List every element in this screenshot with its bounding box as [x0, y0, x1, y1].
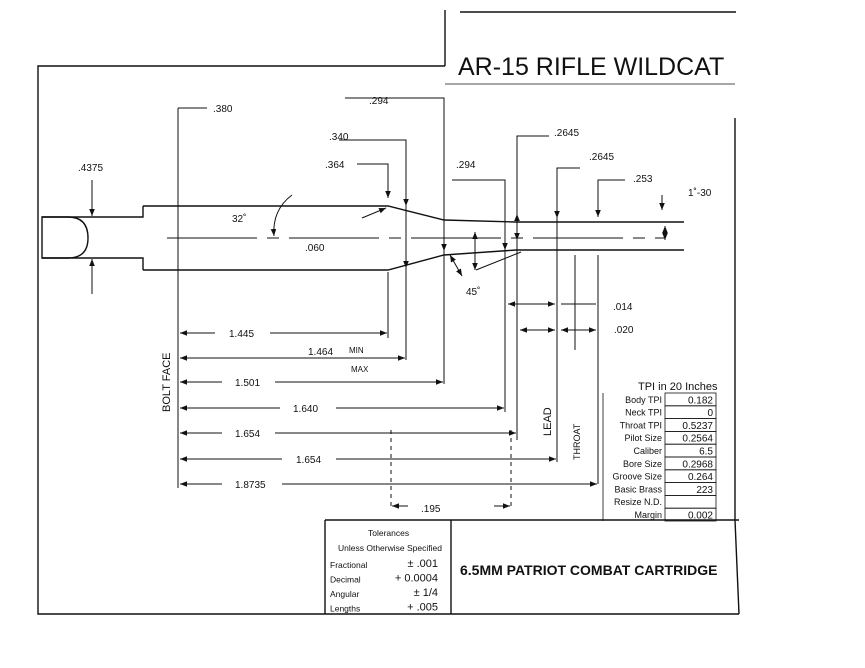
dim-014: .014 — [613, 302, 633, 313]
tpi-row-label: Resize N.D. — [614, 497, 662, 507]
tpi-table-header: TPI in 20 Inches — [638, 381, 718, 393]
tolerance-label: Decimal — [330, 575, 361, 585]
tpi-value-cell — [664, 507, 717, 522]
dim-1464: 1.464 — [308, 347, 333, 358]
dim-060: .060 — [305, 243, 325, 254]
tpi-row-label: Bore Size — [623, 459, 662, 469]
dim-1501: 1.501 — [235, 378, 260, 389]
tpi-row-value: 223 — [696, 485, 713, 496]
lead-label: LEAD — [542, 407, 554, 436]
dim-1640: 1.640 — [293, 404, 318, 415]
dimension-labels: .4375 .380 .294 .340 .364 .294 .2645 .26… — [78, 96, 712, 515]
tpi-row-label: Neck TPI — [625, 408, 662, 418]
dim-195: .195 — [421, 504, 441, 515]
tolerance-value: + 0.0004 — [395, 573, 438, 585]
tolerance-value: + .005 — [407, 602, 438, 614]
tpi-row-value: 6.5 — [699, 447, 713, 458]
tpi-value-cell — [664, 494, 717, 509]
tolerance-label: Lengths — [330, 604, 360, 614]
dim-32-deg: 32˚ — [232, 213, 246, 225]
tpi-row-label: Pilot Size — [624, 433, 662, 443]
chamber-outline — [41, 205, 684, 271]
dim-max: MAX — [351, 365, 369, 374]
dim-2645-bottom: .2645 — [589, 152, 614, 163]
dimension-arrows — [89, 140, 668, 333]
tolerances-subtitle: Unless Otherwise Specified — [338, 543, 442, 553]
tpi-row-value: 0.264 — [688, 472, 713, 483]
tolerance-label: Angular — [330, 589, 359, 599]
dim-294-top: .294 — [369, 96, 389, 107]
dim-18735: 1.8735 — [235, 480, 266, 491]
dim-380: .380 — [213, 104, 233, 115]
dim-45-deg: 45˚ — [466, 286, 480, 298]
tolerance-value: ± .001 — [407, 558, 438, 570]
drawing-border — [37, 10, 740, 615]
dim-1445: 1.445 — [229, 329, 254, 340]
dim-2645-top: .2645 — [554, 128, 579, 139]
cartridge-title: 6.5MM PATRIOT COMBAT CARTRIDGE — [460, 562, 717, 578]
extension-lines — [177, 97, 599, 510]
dim-253: .253 — [633, 174, 653, 185]
dim-min: MIN — [349, 346, 364, 355]
tpi-row-value: 0.002 — [688, 511, 713, 522]
tpi-row-label: Margin — [634, 510, 662, 520]
dim-1-30: 1˚-30 — [688, 187, 712, 199]
tpi-row-value: 0.2968 — [682, 459, 713, 470]
tolerance-value: ± 1/4 — [414, 587, 438, 599]
tolerance-label: Fractional — [330, 560, 367, 570]
tolerances-block: Tolerances Unless Otherwise Specified Fr… — [330, 528, 442, 614]
dim-4375: .4375 — [78, 163, 103, 174]
drawing-title: AR-15 RIFLE WILDCAT — [458, 53, 724, 81]
bolt-face-label: BOLT FACE — [161, 352, 173, 412]
length-dimensions — [180, 230, 666, 509]
tpi-row-value: 0 — [707, 408, 713, 419]
tpi-row-label: Body TPI — [625, 395, 662, 405]
dim-294-neck: .294 — [456, 160, 476, 171]
throat-label: THROAT — [572, 423, 582, 460]
tpi-row-label: Caliber — [633, 446, 662, 456]
tpi-row-value: 0.5237 — [682, 421, 713, 432]
dim-1654-throat: 1.654 — [296, 455, 321, 466]
dim-020: .020 — [614, 325, 634, 336]
tpi-row-value: 0.2564 — [682, 434, 713, 445]
tpi-row-label: Groove Size — [612, 472, 662, 482]
tpi-row-label: Basic Brass — [614, 484, 662, 494]
dim-1654-lead: 1.654 — [235, 429, 260, 440]
tolerances-title: Tolerances — [368, 528, 409, 538]
tpi-row-value: 0.182 — [688, 395, 713, 406]
dim-340: .340 — [329, 132, 349, 143]
dim-364: .364 — [325, 160, 345, 171]
tpi-row-label: Throat TPI — [620, 420, 662, 430]
